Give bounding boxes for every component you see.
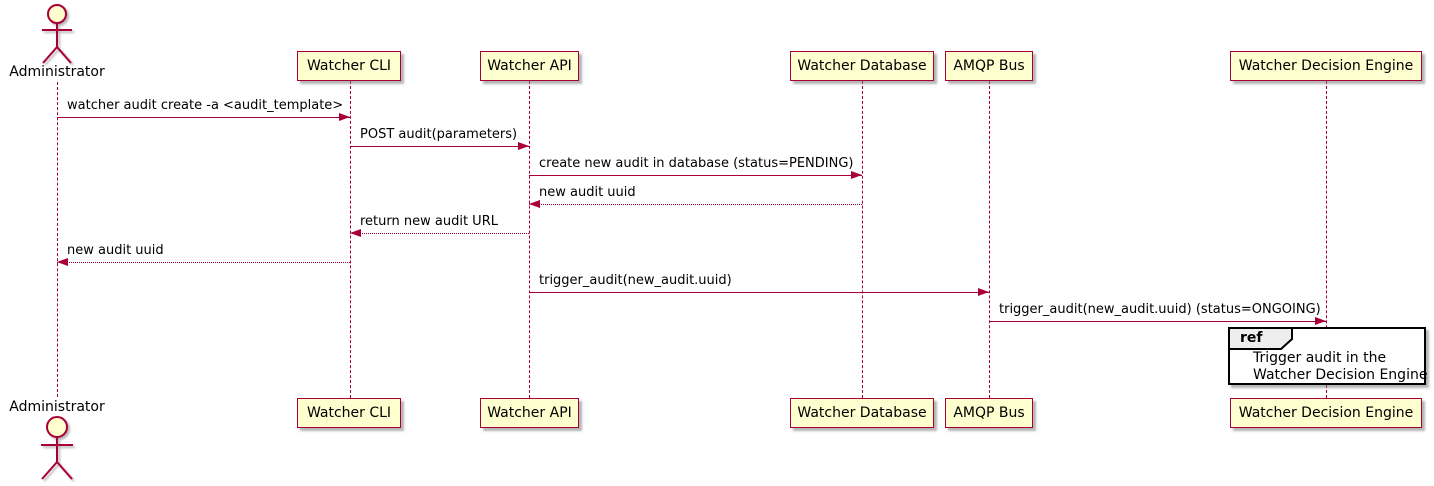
ref-text-line1: Trigger audit in the [1253, 350, 1387, 366]
arrowhead-left-icon [350, 229, 361, 237]
message-line [57, 117, 350, 118]
participant-watcher-database-top: Watcher Database [790, 51, 934, 81]
participant-watcher-decision-engine-top: Watcher Decision Engine [1230, 51, 1422, 81]
message-return-audit-url: return new audit URL [350, 214, 529, 237]
participant-label: Watcher Database [797, 405, 927, 421]
message-audit-create: watcher audit create -a <audit_template> [57, 98, 350, 121]
participant-watcher-api-bottom: Watcher API [480, 398, 579, 428]
message-new-audit-uuid-to-admin: new audit uuid [57, 243, 350, 266]
message-line [529, 175, 862, 176]
lifeline-amqp-bus [989, 81, 990, 398]
lifeline-watcher-cli [350, 81, 351, 398]
ref-text: Trigger audit in the Watcher Decision En… [1230, 350, 1428, 384]
arrowhead-left-icon [57, 258, 68, 266]
participant-label: Watcher Decision Engine [1238, 58, 1414, 74]
participant-amqp-bus-bottom: AMQP Bus [945, 398, 1033, 428]
message-line [529, 292, 989, 293]
message-trigger-audit-ongoing: trigger_audit(new_audit.uuid) (status=ON… [989, 302, 1326, 325]
arrowhead-right-icon [339, 113, 350, 121]
participant-label: AMQP Bus [953, 405, 1025, 421]
message-label: create new audit in database (status=PEN… [539, 156, 854, 171]
message-line [529, 204, 862, 205]
ref-pentagon-icon [1228, 327, 1293, 350]
message-trigger-audit: trigger_audit(new_audit.uuid) [529, 273, 989, 296]
ref-text-line2: Watcher Decision Engine [1253, 367, 1428, 383]
ref-keyword: ref [1240, 330, 1263, 346]
message-line [350, 146, 529, 147]
lifeline-administrator [57, 82, 58, 397]
message-line [57, 262, 350, 263]
message-line [350, 233, 529, 234]
participant-label: Watcher CLI [306, 58, 392, 74]
message-create-audit-db: create new audit in database (status=PEN… [529, 156, 862, 179]
message-label: trigger_audit(new_audit.uuid) [539, 273, 732, 288]
arrowhead-right-icon [1315, 317, 1326, 325]
participant-label: AMQP Bus [953, 58, 1025, 74]
participant-label: Watcher API [487, 58, 572, 74]
participant-watcher-cli-top: Watcher CLI [297, 51, 401, 81]
participant-watcher-cli-bottom: Watcher CLI [297, 398, 401, 428]
actor-icon [42, 4, 72, 64]
lifeline-watcher-decision-engine [1326, 81, 1327, 398]
message-label: new audit uuid [539, 185, 636, 200]
lifeline-watcher-api [529, 81, 530, 398]
arrowhead-right-icon [518, 142, 529, 150]
participant-label: Watcher API [487, 405, 572, 421]
participant-watcher-decision-engine-bottom: Watcher Decision Engine [1230, 398, 1422, 428]
message-post-audit: POST audit(parameters) [350, 127, 529, 150]
actor-icon-bottom [41, 416, 73, 480]
message-label: new audit uuid [67, 243, 164, 258]
participant-label: Watcher Decision Engine [1238, 405, 1414, 421]
actor-label-bottom: Administrator [9, 399, 105, 415]
participant-label: Watcher Database [797, 58, 927, 74]
arrowhead-left-icon [529, 200, 540, 208]
ref-fragment: ref Trigger audit in the Watcher Decisio… [1228, 327, 1428, 385]
participant-watcher-api-top: Watcher API [480, 51, 579, 81]
message-label: POST audit(parameters) [360, 127, 518, 142]
message-label: watcher audit create -a <audit_template> [67, 98, 344, 113]
lifeline-watcher-database [862, 81, 863, 398]
participant-label: Watcher CLI [306, 405, 392, 421]
message-new-audit-uuid-return: new audit uuid [529, 185, 862, 208]
message-line [989, 321, 1326, 322]
participant-watcher-database-bottom: Watcher Database [790, 398, 934, 428]
arrowhead-right-icon [978, 288, 989, 296]
message-label: return new audit URL [360, 214, 498, 229]
participant-amqp-bus-top: AMQP Bus [945, 51, 1033, 81]
actor-label: Administrator [9, 64, 105, 80]
message-label: trigger_audit(new_audit.uuid) (status=ON… [999, 302, 1321, 317]
arrowhead-right-icon [851, 171, 862, 179]
